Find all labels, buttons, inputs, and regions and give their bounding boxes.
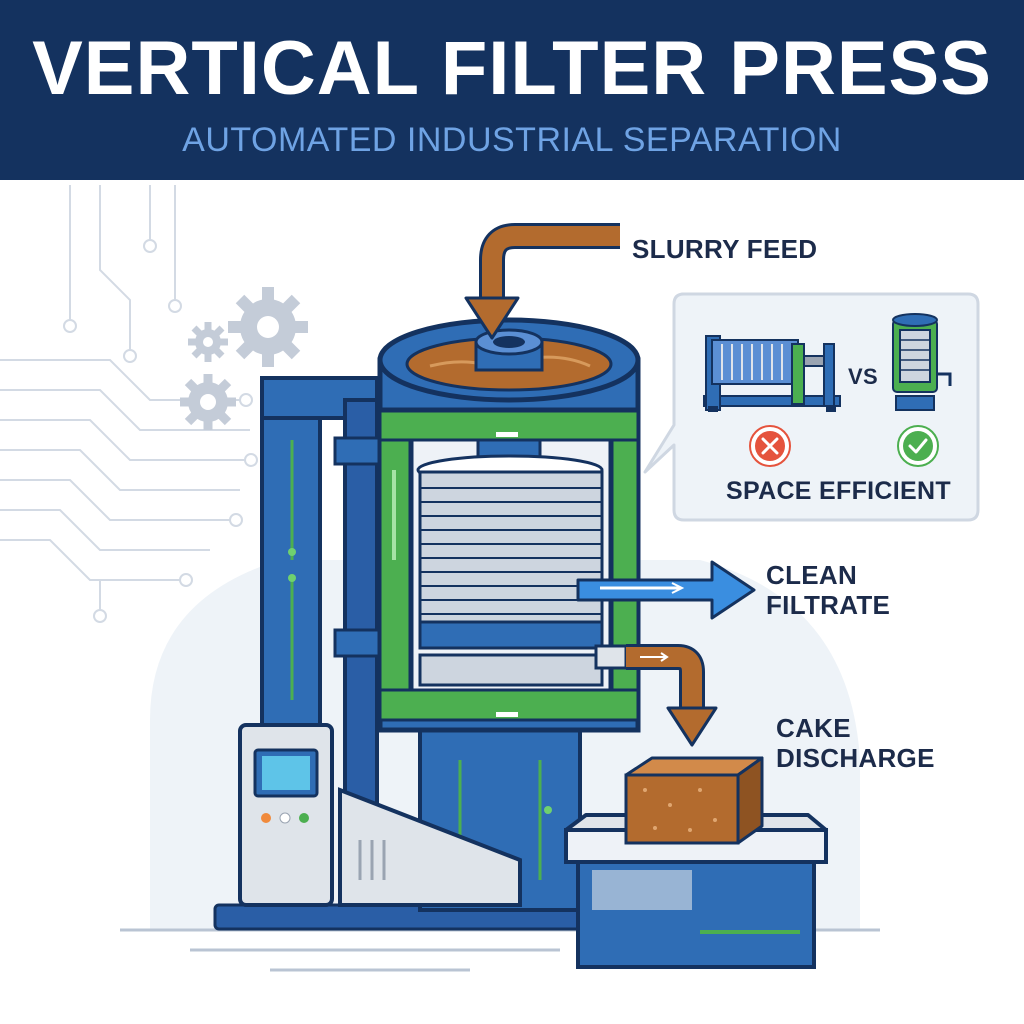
cake-discharge-label: CAKE DISCHARGE	[776, 713, 935, 773]
filter-cake-block	[624, 756, 764, 845]
vs-label: VS	[848, 364, 878, 389]
cake-discharge-line1: CAKE	[776, 713, 851, 743]
horizontal-press-icon	[703, 335, 841, 412]
control-panel	[238, 723, 334, 907]
page-title: VERTICAL FILTER PRESS	[32, 26, 992, 111]
gear-icon	[180, 374, 236, 430]
vertical-press-icon	[892, 313, 952, 411]
clean-filtrate-line2: FILTRATE	[766, 590, 891, 620]
gear-icon	[188, 322, 228, 362]
slurry-feed-arrow	[464, 223, 620, 340]
header-banner: VERTICAL FILTER PRESS AUTOMATED INDUSTRI…	[0, 0, 1024, 180]
cake-discharge-arrow	[594, 644, 718, 747]
slurry-feed-label: SLURRY FEED	[632, 234, 818, 264]
x-circle-icon	[749, 425, 791, 467]
hydraulic-housing	[338, 787, 522, 907]
clean-filtrate-line1: CLEAN	[766, 560, 858, 590]
filter-plate-stack	[416, 438, 604, 687]
gear-icon	[228, 287, 308, 367]
space-efficient-caption: SPACE EFFICIENT	[726, 477, 951, 505]
check-circle-icon	[897, 425, 939, 467]
vessel-lid	[377, 317, 641, 413]
page-subtitle: AUTOMATED INDUSTRIAL SEPARATION	[182, 121, 842, 159]
cake-discharge-line2: DISCHARGE	[776, 743, 935, 773]
circuit-lines-decoration	[0, 185, 258, 760]
clean-filtrate-arrow	[576, 560, 756, 620]
clean-filtrate-label: CLEAN FILTRATE	[766, 560, 890, 620]
